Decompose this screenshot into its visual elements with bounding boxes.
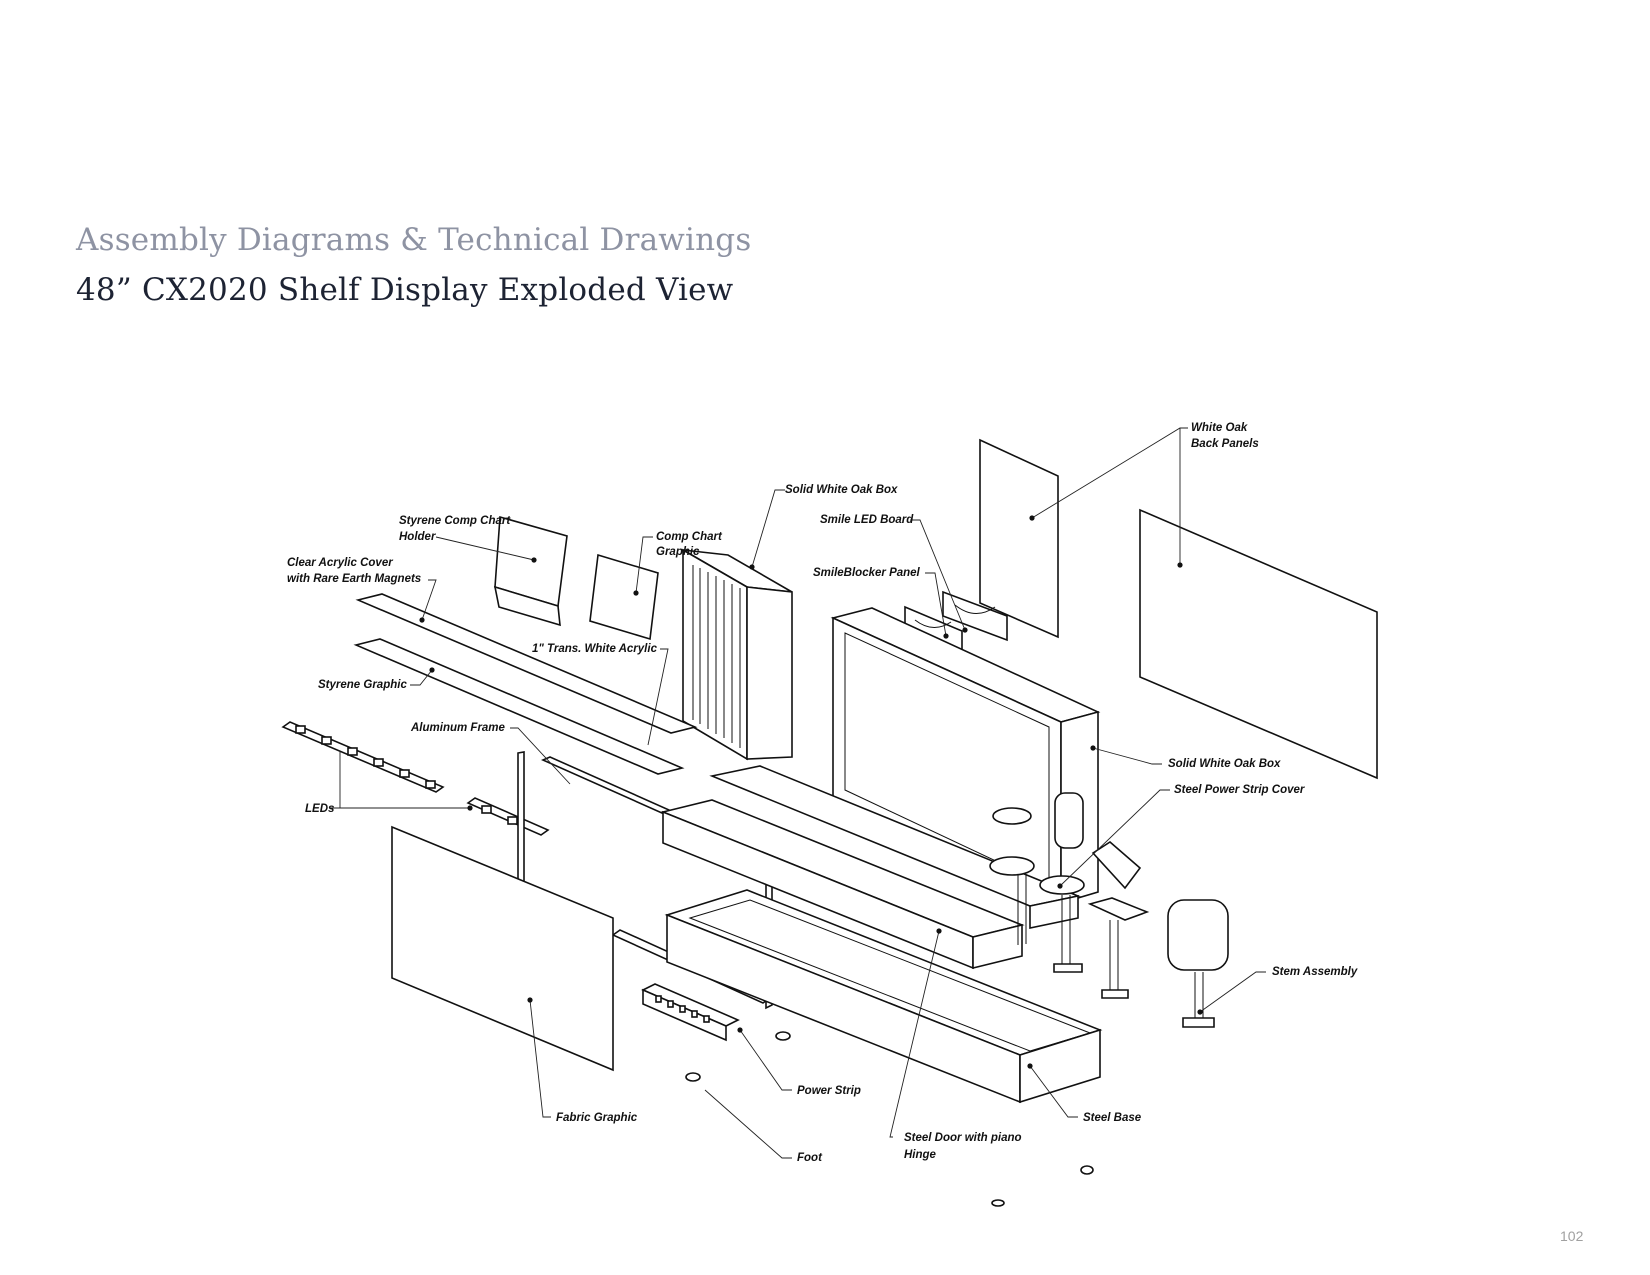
leds-strip (281, 721, 550, 836)
label-clear-acrylic-cover-2: with Rare Earth Magnets (287, 573, 421, 585)
label-leds: LEDs (305, 803, 334, 815)
label-solid-white-oak-box-top: Solid White Oak Box (785, 484, 898, 496)
label-fabric-graphic: Fabric Graphic (556, 1112, 638, 1124)
feet (685, 1031, 1094, 1207)
styrene-comp-chart-holder (493, 515, 568, 627)
label-comp-chart-graphic-2: Graphic (656, 546, 700, 558)
power-strip (641, 983, 740, 1042)
smile-led-board (942, 590, 1008, 642)
label-smileblocker-panel: SmileBlocker Panel (813, 567, 921, 579)
solid-white-oak-box-slatted (682, 548, 793, 761)
page-title: 48” CX2020 Shelf Display Exploded View (76, 272, 734, 308)
clear-acrylic-cover (355, 593, 698, 734)
label-white-oak-back-panels-2: Back Panels (1191, 438, 1259, 450)
comp-chart-graphic (589, 553, 659, 641)
leader-lines (329, 427, 1266, 1159)
label-steel-power-strip-cover: Steel Power Strip Cover (1174, 784, 1305, 796)
steel-base (664, 889, 1103, 1104)
label-steel-door-2: Hinge (904, 1149, 937, 1161)
label-steel-door-1: Steel Door with piano (904, 1132, 1022, 1144)
label-aluminum-frame: Aluminum Frame (410, 722, 506, 734)
label-stem-assembly: Stem Assembly (1272, 966, 1358, 978)
label-comp-chart-graphic-1: Comp Chart (656, 531, 723, 543)
stem-assembly (989, 792, 1229, 1028)
part-labels: White Oak Back Panels Solid White Oak Bo… (287, 422, 1358, 1164)
label-white-oak-back-panels-1: White Oak (1191, 422, 1248, 434)
label-foot: Foot (797, 1152, 823, 1164)
label-styrene-comp-chart-holder-1: Styrene Comp Chart (399, 515, 511, 527)
steel-power-strip-cover (660, 765, 1081, 970)
label-solid-white-oak-box-right: Solid White Oak Box (1168, 758, 1281, 770)
label-trans-white-acrylic: 1" Trans. White Acrylic (532, 643, 658, 655)
label-power-strip: Power Strip (797, 1085, 861, 1097)
label-clear-acrylic-cover-1: Clear Acrylic Cover (287, 557, 393, 569)
white-oak-back-panels (979, 438, 1378, 780)
fabric-graphic (391, 825, 614, 1072)
styrene-graphic (353, 638, 685, 775)
section-supertitle: Assembly Diagrams & Technical Drawings (76, 222, 752, 258)
label-styrene-comp-chart-holder-2: Holder (399, 531, 436, 543)
page-number: 102 (1560, 1228, 1584, 1244)
label-styrene-graphic: Styrene Graphic (318, 679, 407, 691)
label-steel-base: Steel Base (1083, 1112, 1142, 1124)
label-smile-led-board: Smile LED Board (820, 514, 914, 526)
